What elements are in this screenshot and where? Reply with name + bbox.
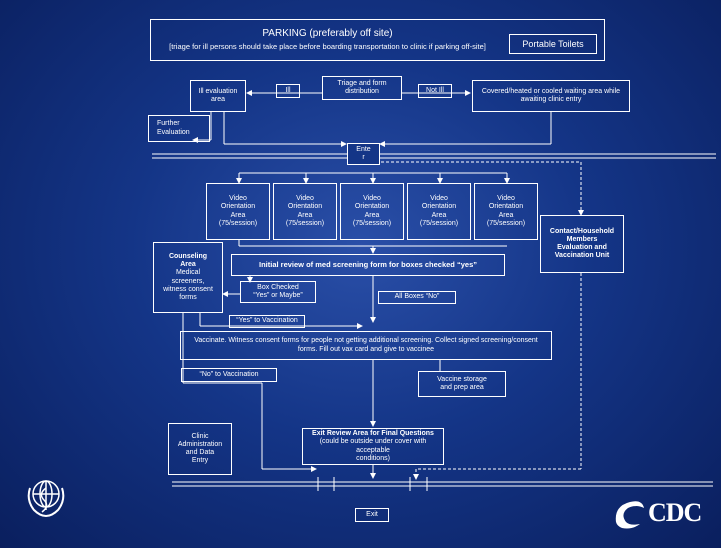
yes-to-vaccination-label: “Yes” to Vaccination [236,317,298,325]
portable-toilets-box: Portable Toilets [509,34,597,54]
video-area-line: (75/session) [419,219,459,227]
video-orientation-area-3: Video Orientation Area (75/session) [340,183,404,240]
enter-line: r [362,154,365,161]
further-evaluation-line: Further [157,120,180,128]
video-area-line: Orientation [220,203,256,211]
counseling-body-line: witness consent [163,285,213,293]
cdc-logo: CDC [612,495,712,531]
counseling-area-box: Counseling Area Medical screeners, witne… [153,242,223,313]
counseling-body-line: screeners, [171,277,205,285]
ill-evaluation-line: Ill evaluation [198,87,238,95]
triage-line: distribution [345,88,379,95]
all-boxes-no-box: All Boxes “No” [378,291,456,304]
parking-title: PARKING (preferably off site) [262,28,393,40]
vaccinate-box: Vaccinate. Witness consent forms for peo… [180,331,552,360]
all-boxes-no-label: All Boxes “No” [394,293,440,301]
initial-review-label: Initial review of med screening form for… [259,259,477,269]
ill-evaluation-box: Ill evaluation area [190,80,246,112]
ill-label-box: Ill [276,84,300,98]
counseling-body-line: forms [179,293,197,301]
video-area-line: (75/session) [218,219,258,227]
who-emblem-icon [27,480,65,518]
vaccine-storage-line: and prep area [440,384,484,391]
contact-unit-line: Members [566,235,598,243]
not-ill-label: Not Ill [426,86,444,94]
exit-review-title: Exit Review Area for Final Questions [312,430,434,438]
video-area-line: (75/session) [486,219,526,227]
counseling-title-line: Counseling [168,253,208,261]
enter-line: Ente [356,145,371,153]
video-area-line: Video [229,195,247,203]
video-orientation-area-1: Video Orientation Area (75/session) [206,183,270,240]
box-checked-line: Box Checked [257,283,299,291]
vaccinate-line: Vaccinate. Witness consent forms for peo… [194,337,538,345]
counseling-body-line: Medical [175,269,201,277]
contact-unit-line: Vaccination Unit [554,252,610,260]
vaccine-storage-box: Vaccine storage and prep area [418,371,506,397]
ill-evaluation-line: area [210,96,225,103]
video-area-line: Orientation [488,203,524,211]
further-evaluation-box: Further Evaluation [148,115,210,142]
exit-review-box: Exit Review Area for Final Questions (co… [302,428,444,465]
video-area-line: (75/session) [285,219,325,227]
box-checked-line: “Yes” or Maybe” [253,292,303,299]
clinic-admin-line: Entry [191,457,209,465]
box-checked-box: Box Checked “Yes” or Maybe” [240,281,316,303]
contact-unit-line: Evaluation and [557,244,607,251]
waiting-area-line: awaiting clinic entry [520,96,582,103]
video-area-line: Video [363,195,381,203]
video-area-line: Video [497,195,515,203]
cdc-wordmark: CDC [648,498,702,527]
video-orientation-area-4: Video Orientation Area (75/session) [407,183,471,240]
video-area-line: Orientation [287,203,323,211]
video-orientation-area-5: Video Orientation Area (75/session) [474,183,538,240]
video-area-line: Area [498,211,514,219]
not-ill-label-box: Not Ill [418,84,452,98]
portable-toilets-label: Portable Toilets [522,38,584,49]
further-evaluation-line: Evaluation [157,128,190,136]
counseling-title-line: Area [180,261,196,269]
contact-unit-line: Contact/Household [549,227,615,235]
exit-review-body-line: conditions) [356,454,390,462]
vaccinate-line: forms. Fill out vax card and give to vac… [297,345,435,353]
triage-box: Triage and form distribution [322,76,402,100]
video-area-line: Area [297,211,313,219]
vaccine-storage-line: Vaccine storage [437,375,487,383]
video-orientation-area-2: Video Orientation Area (75/session) [273,183,337,240]
no-to-vaccination-box: “No” to Vaccination [181,368,277,382]
clinic-admin-line: Administration [177,440,223,448]
exit-label: Exit [366,510,378,518]
parking-box: PARKING (preferably off site) [triage fo… [150,19,605,61]
video-area-line: Area [431,211,447,219]
clinic-admin-line: and Data [185,449,215,456]
contact-household-unit-box: Contact/Household Members Evaluation and… [540,215,624,273]
video-area-line: (75/session) [352,219,392,227]
video-area-line: Video [296,195,314,203]
video-area-line: Orientation [354,203,390,211]
video-area-line: Video [430,195,448,203]
cdc-eagle-icon [615,501,644,529]
parking-subtitle: [triage for ill persons should take plac… [169,41,486,51]
initial-review-box: Initial review of med screening form for… [231,254,505,276]
video-area-line: Area [364,211,380,219]
waiting-area-box: Covered/heated or cooled waiting area wh… [472,80,630,112]
waiting-area-line: Covered/heated or cooled waiting area wh… [481,87,621,95]
clinic-administration-box: Clinic Administration and Data Entry [168,423,232,475]
video-area-line: Orientation [421,203,457,211]
enter-box: Ente r [347,143,380,165]
yes-to-vaccination-box: “Yes” to Vaccination [229,315,305,328]
video-area-line: Area [230,211,246,219]
exit-box: Exit [355,508,389,522]
ill-label: Ill [285,86,291,94]
clinic-admin-line: Clinic [191,432,209,440]
exit-review-body-line: (could be outside under cover with accep… [319,438,427,454]
triage-line: Triage and form [337,79,387,87]
no-to-vaccination-label: “No” to Vaccination [199,370,259,378]
